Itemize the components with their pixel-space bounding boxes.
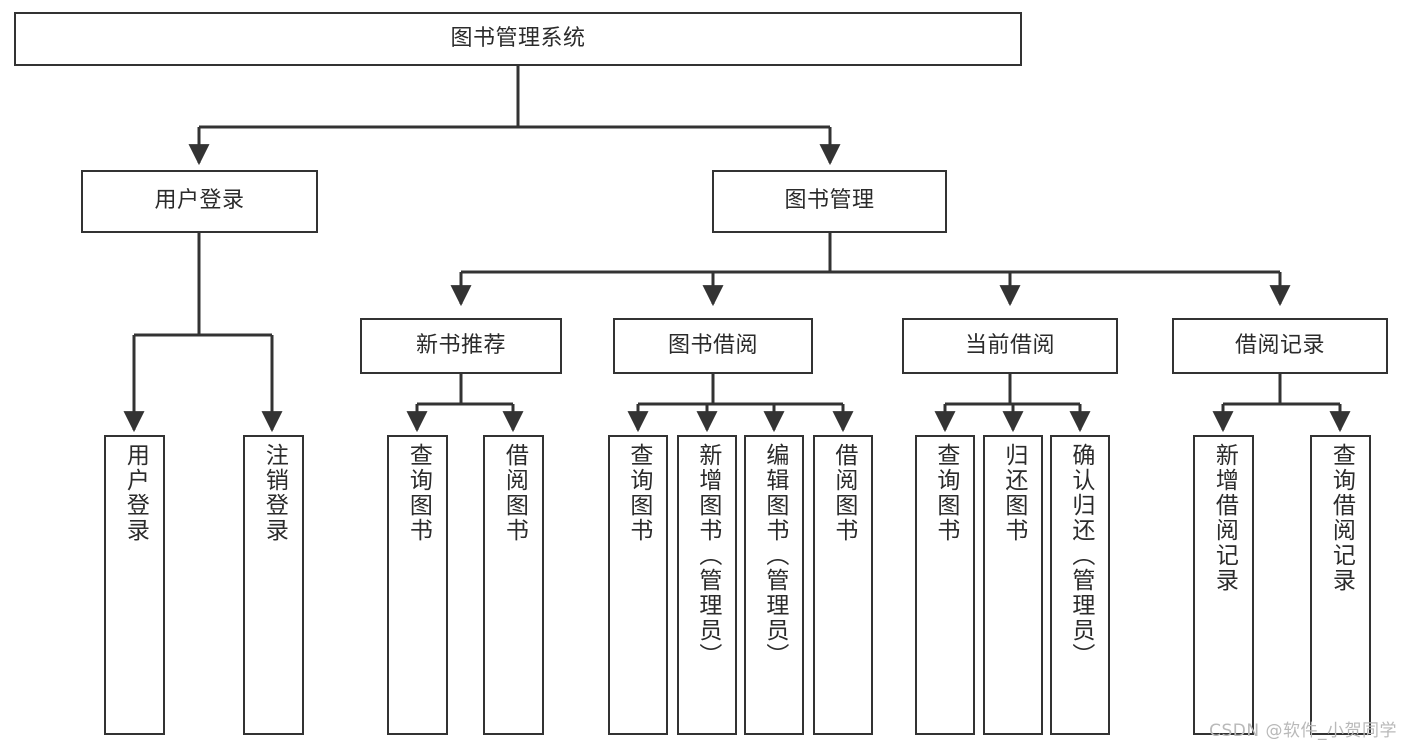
node-label: 查询图书: [625, 443, 652, 543]
node-label: 用户登录: [154, 188, 245, 214]
leaf-user-login-logout[interactable]: 注销登录: [243, 435, 304, 735]
node-label: 用户登录: [122, 443, 149, 543]
leaf-current-borrow-confirm-return[interactable]: 确认归还（管理员）: [1050, 435, 1110, 735]
node-label: 查询借阅记录: [1328, 443, 1355, 593]
node-borrow-record[interactable]: 借阅记录: [1172, 318, 1388, 374]
node-new-book-recommend[interactable]: 新书推荐: [360, 318, 562, 374]
node-label: 新增借阅记录: [1211, 443, 1238, 593]
leaf-borrow-record-query[interactable]: 查询借阅记录: [1310, 435, 1371, 735]
node-label: 图书管理: [784, 188, 875, 214]
node-user-login[interactable]: 用户登录: [81, 170, 318, 233]
node-book-borrow[interactable]: 图书借阅: [613, 318, 813, 374]
leaf-new-book-query[interactable]: 查询图书: [387, 435, 448, 735]
node-label: 编辑图书（管理员）: [761, 443, 788, 668]
node-label: 借阅记录: [1234, 332, 1325, 358]
leaf-book-borrow-borrow[interactable]: 借阅图书: [813, 435, 873, 735]
node-label: 确认归还（管理员）: [1067, 443, 1094, 668]
node-label: 查询图书: [405, 443, 432, 543]
node-label: 当前借阅: [964, 332, 1055, 358]
node-label: 归还图书: [1000, 443, 1027, 543]
node-label: 注销登录: [261, 443, 288, 543]
watermark-text: CSDN @软件_小贺同学: [1209, 721, 1397, 741]
leaf-book-borrow-add[interactable]: 新增图书（管理员）: [677, 435, 737, 735]
leaf-book-borrow-query[interactable]: 查询图书: [608, 435, 668, 735]
node-label: 借阅图书: [830, 443, 857, 543]
leaf-user-login-login[interactable]: 用户登录: [104, 435, 165, 735]
node-root-book-management-system[interactable]: 图书管理系统: [14, 12, 1022, 66]
node-label: 图书管理系统: [450, 25, 586, 51]
node-label: 新书推荐: [415, 332, 506, 358]
node-current-borrow[interactable]: 当前借阅: [902, 318, 1118, 374]
node-label: 查询图书: [932, 443, 959, 543]
leaf-current-borrow-return[interactable]: 归还图书: [983, 435, 1043, 735]
leaf-new-book-borrow[interactable]: 借阅图书: [483, 435, 544, 735]
node-label: 图书借阅: [667, 332, 758, 358]
node-label: 借阅图书: [501, 443, 528, 543]
leaf-book-borrow-edit[interactable]: 编辑图书（管理员）: [744, 435, 804, 735]
leaf-borrow-record-add[interactable]: 新增借阅记录: [1193, 435, 1254, 735]
leaf-current-borrow-query[interactable]: 查询图书: [915, 435, 975, 735]
node-label: 新增图书（管理员）: [694, 443, 721, 668]
node-book-management[interactable]: 图书管理: [712, 170, 947, 233]
